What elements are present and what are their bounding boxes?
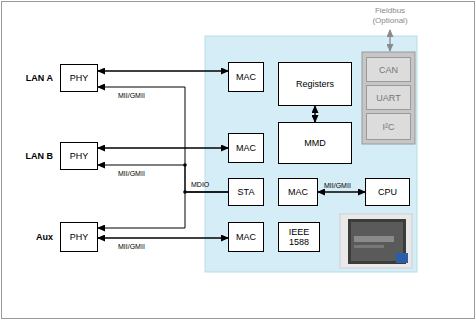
- fieldbus-note: Fieldbus (Optional): [363, 6, 417, 26]
- block-label: STA: [238, 187, 255, 197]
- mmd-box: MMD: [278, 122, 352, 164]
- mdio-line: [98, 87, 228, 192]
- phy-box: LAN APHY: [60, 64, 98, 92]
- mdio-line: [98, 192, 228, 228]
- block-label: MAC: [288, 187, 308, 197]
- interface-label: MII/GMII: [118, 243, 145, 251]
- block-label: PHY: [70, 73, 89, 83]
- block-label: MAC: [236, 72, 256, 82]
- registers-box: Registers: [278, 62, 352, 106]
- block-label: IEEE 1588: [281, 227, 317, 247]
- data-link: [314, 106, 315, 122]
- timestamp-box: IEEE 1588: [278, 222, 320, 252]
- fieldbus-box: UART: [366, 85, 411, 110]
- block-label: MAC: [236, 143, 256, 153]
- block-label: Registers: [296, 79, 334, 89]
- block-label: CAN: [379, 65, 398, 75]
- interface-label: MII/GMII: [118, 170, 145, 178]
- interface-label: MII/GMII: [324, 182, 351, 190]
- mac-box: MAC: [228, 62, 264, 92]
- interface-label: MII/GMII: [118, 92, 145, 100]
- block-label: CPU: [378, 187, 397, 197]
- data-link: [318, 191, 365, 192]
- block-label: PHY: [70, 151, 89, 161]
- block-label: I²C: [383, 122, 395, 132]
- fieldbus-box: I²C: [366, 113, 411, 140]
- block-label: MAC: [236, 232, 256, 242]
- mac-box: MAC: [278, 178, 318, 206]
- bus-label: MDIO: [191, 181, 209, 189]
- mac-box: MAC: [228, 133, 264, 163]
- port-label: LAN A: [26, 73, 53, 83]
- cpu-box: CPU: [365, 178, 410, 206]
- block-label: UART: [376, 93, 400, 103]
- fpga-region: [205, 36, 417, 272]
- fieldbus-box: CAN: [366, 57, 411, 82]
- block-label: PHY: [70, 232, 89, 242]
- mac-box: MAC: [228, 222, 264, 252]
- fieldbus-arrow: [389, 30, 390, 51]
- port-label: LAN B: [26, 151, 54, 161]
- data-link: [98, 70, 228, 71]
- block-label: MMD: [304, 138, 326, 148]
- phy-box: AuxPHY: [60, 222, 98, 252]
- fpga-chip-picture: [340, 214, 412, 268]
- data-link: [98, 237, 228, 238]
- mdio-line: [98, 165, 228, 192]
- phy-box: LAN BPHY: [60, 142, 98, 170]
- data-link: [98, 147, 228, 148]
- port-label: Aux: [36, 232, 53, 242]
- fieldbus-group: [362, 52, 415, 144]
- sta-box: STA: [228, 178, 264, 206]
